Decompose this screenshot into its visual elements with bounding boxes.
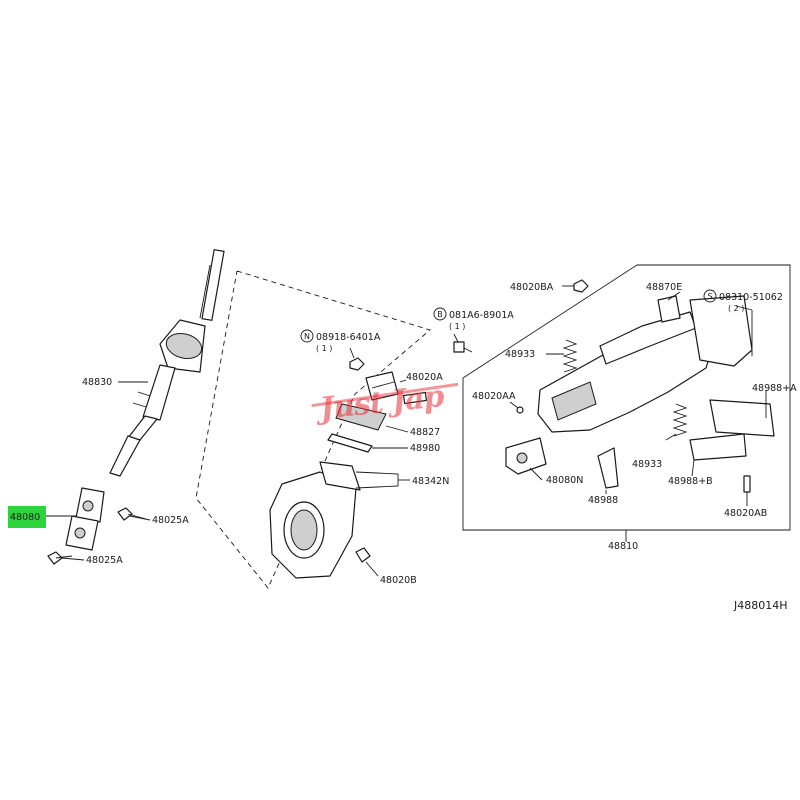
label-08310: 08310-51062 xyxy=(719,292,783,303)
highlight-48080 xyxy=(8,506,46,528)
spring-48933-top xyxy=(562,339,578,373)
label-48810: 48810 xyxy=(608,541,638,552)
nut-48020B xyxy=(355,547,371,563)
leader-lines xyxy=(46,285,767,577)
label-48988A: 48988+A xyxy=(752,383,797,394)
bolt-48025A-bottom xyxy=(47,551,73,565)
label-08918-qty: ( 1 ) xyxy=(316,344,332,353)
bracket-48988 xyxy=(597,447,619,489)
mark-B xyxy=(433,307,447,321)
spring-48933-bottom xyxy=(672,403,688,437)
watermark-logo: Just Jap xyxy=(311,379,459,427)
label-48080N: 48080N xyxy=(546,475,583,486)
label-48988: 48988 xyxy=(588,495,618,506)
steering-column-48810 xyxy=(537,295,775,461)
label-48342N: 48342N xyxy=(412,476,449,487)
label-48025A-top: 48025A xyxy=(152,515,189,526)
joint-48080N xyxy=(505,437,547,475)
label-48988B: 48988+B xyxy=(668,476,713,487)
label-48020B: 48020B xyxy=(380,575,417,586)
nut-08918 xyxy=(349,357,365,371)
mark-B-letter: B xyxy=(437,310,443,319)
cover-48342N xyxy=(269,461,361,579)
label-48020AA: 48020AA xyxy=(472,391,516,402)
bolt-081A6 xyxy=(453,341,473,353)
bolt-48020AB xyxy=(743,475,751,493)
mark-S-letter: S xyxy=(707,292,712,301)
nut-48020BA xyxy=(573,279,589,293)
label-48830: 48830 xyxy=(82,377,112,388)
label-48025A-bottom: 48025A xyxy=(86,555,123,566)
label-08310-qty: ( 2 ) xyxy=(728,304,744,313)
diagram-code: J488014H xyxy=(733,599,788,612)
label-48827: 48827 xyxy=(410,427,440,438)
svg-text:Just Jap: Just Jap xyxy=(313,379,446,427)
column-assembly-box xyxy=(462,264,791,531)
label-08918: 08918-6401A xyxy=(316,332,381,343)
mark-S xyxy=(703,289,717,303)
label-48020A: 48020A xyxy=(406,372,443,383)
steering-shaft-48830 xyxy=(109,249,225,477)
bolt-48020A-center xyxy=(402,391,428,405)
label-48080: 48080 xyxy=(10,512,40,523)
label-081A6-qty: ( 1 ) xyxy=(449,322,465,331)
mark-N-letter: N xyxy=(304,332,310,341)
label-48980: 48980 xyxy=(410,443,440,454)
label-48020BA: 48020BA xyxy=(510,282,554,293)
bolt-48020AA xyxy=(516,406,524,414)
label-081A6: 081A6-8901A xyxy=(449,310,514,321)
spring-48980 xyxy=(327,433,373,453)
label-48020AB: 48020AB xyxy=(724,508,767,519)
label-48933-bottom: 48933 xyxy=(632,459,662,470)
label-48933-top: 48933 xyxy=(505,349,535,360)
mark-N xyxy=(300,329,314,343)
label-48870E: 48870E xyxy=(646,282,682,293)
universal-joint-48080 xyxy=(65,487,105,551)
collar-48827 xyxy=(335,403,387,431)
